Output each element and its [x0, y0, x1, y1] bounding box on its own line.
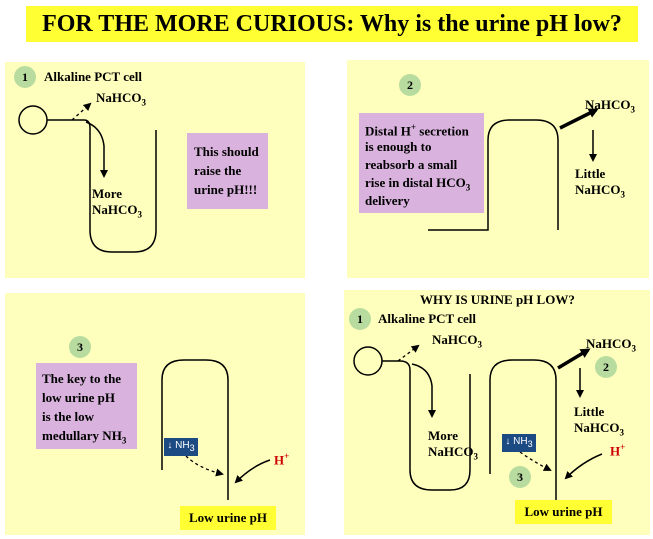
panel2-note-line: rise in distal HCO3 — [365, 175, 471, 193]
panel1-note-line: raise the — [194, 163, 242, 178]
panel1-more-label: More — [92, 186, 123, 201]
step-badge-3: 3 — [69, 336, 91, 358]
panel1-note: This should raise the urine pH!!! — [187, 133, 268, 209]
panel3-note-line: low urine pH — [42, 390, 115, 405]
panel2-little-nahco3: NaHCO3 — [575, 182, 625, 200]
step-badge-2: 2 — [399, 74, 421, 96]
panel1-dashed-arrow — [71, 102, 92, 121]
panel4-nh3-box: ↓ NH3 — [502, 434, 536, 452]
panel2-note-line: Distal H+ secretion — [365, 122, 469, 139]
panel3-h-label: H+ — [274, 451, 290, 468]
panel4-nahco3-label: NaHCO3 — [432, 332, 482, 350]
step-badge-2: 2 — [595, 356, 617, 378]
panel4-heading: WHY IS URINE pH LOW? — [420, 292, 575, 307]
panel2-thick-arrow — [559, 108, 599, 130]
panel1-note-line: This should — [194, 144, 259, 159]
panel3-tubule — [161, 359, 229, 500]
panel1-heading: Alkaline PCT cell — [44, 69, 142, 84]
panel3-note-line: The key to the — [42, 371, 122, 386]
panel2-note-line: delivery — [365, 193, 410, 208]
panel4-h-label: H+ — [610, 442, 626, 459]
step-badge-3: 3 — [509, 466, 531, 488]
panel2-note-line: is enough to — [365, 139, 432, 154]
panel1-tubule — [18, 105, 157, 253]
panel2-nahco3-label: NaHCO3 — [585, 97, 635, 115]
panel3-note-line: medullary NH3 — [42, 428, 127, 446]
panel2-note: Distal H+ secretion is enough to reabsor… — [359, 113, 484, 213]
panel4-little-nahco3: NaHCO3 — [574, 420, 624, 438]
panel4-more-nahco3: NaHCO3 — [428, 444, 478, 462]
panel2-little-label: Little — [575, 166, 606, 181]
panel-4 — [344, 290, 650, 535]
panel4-little-label: Little — [574, 404, 605, 419]
panel3-h-arrow — [234, 459, 271, 484]
panel4-pct-label: Alkaline PCT cell — [378, 311, 476, 326]
panel4-result: Low urine pH — [515, 500, 612, 524]
panel4-more-arrow — [411, 363, 436, 418]
panel1-note-line: urine pH!!! — [194, 182, 258, 197]
panel4-thick-arrow — [557, 348, 591, 370]
panel3-note-line: is the low — [42, 409, 94, 424]
panel3-note: The key to the low urine pH is the low m… — [36, 363, 137, 449]
panel1-more-arrow — [85, 121, 108, 178]
panel4-tubule — [353, 346, 557, 500]
panel4-nh3-arrow — [519, 451, 552, 471]
panel4-dashed-arrow — [397, 344, 420, 362]
panel2-note-line: reabsorb a small — [365, 157, 458, 172]
panel4-more-label: More — [428, 428, 459, 443]
panel3-result: Low urine pH — [180, 506, 276, 530]
panel3-nh3-box: ↓ NH3 — [164, 438, 198, 456]
panel1-more-nahco3: NaHCO3 — [92, 202, 142, 220]
panel4-h-arrow — [564, 453, 603, 480]
step-badge-1: 1 — [14, 66, 36, 88]
page-title: FOR THE MORE CURIOUS: Why is the urine p… — [26, 6, 638, 42]
panel4-nahco3-right: NaHCO3 — [586, 336, 636, 354]
panel2-tubule — [428, 119, 559, 231]
panel1-nahco3-label: NaHCO3 — [96, 90, 146, 108]
panel3-nh3-arrow — [185, 455, 224, 477]
step-badge-1: 1 — [349, 308, 371, 330]
